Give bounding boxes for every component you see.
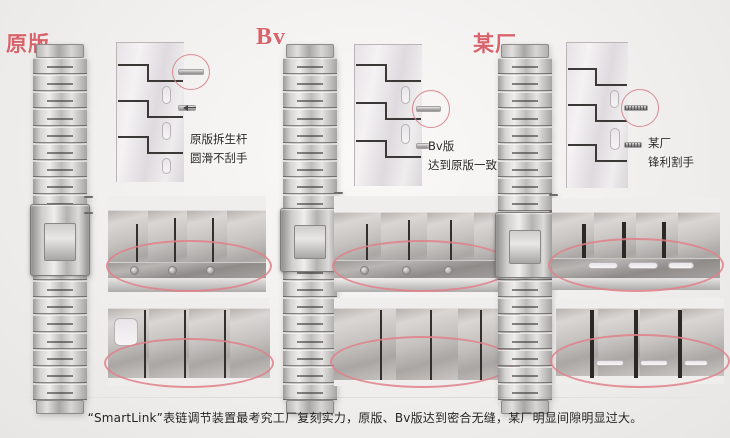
annotation-original-line1: 原版拆生杆	[190, 132, 248, 146]
bracelet-clasp	[30, 204, 90, 276]
highlight-ellipse-gap-bv-bottom	[330, 336, 514, 388]
annotation-bv-line2: 达到原版一致	[428, 158, 497, 172]
annotation-factory-line1: 某厂	[648, 136, 671, 150]
bracelet-endcap-top	[36, 44, 84, 58]
highlight-ellipse-gap-factory-mid	[548, 238, 724, 292]
annotation-original: 原版拆生杆 圆滑不刮手	[190, 130, 248, 168]
annotation-original-line2: 圆滑不刮手	[190, 151, 248, 165]
release-pin-factory-secondary	[624, 142, 642, 148]
highlight-ellipse-gap-bv-mid	[332, 240, 512, 292]
arrow-pointer-original	[183, 104, 196, 111]
detail-photo-pin-factory	[566, 42, 628, 188]
detail-photo-pin-original	[116, 42, 184, 182]
highlight-circle-pin-original	[172, 54, 210, 90]
annotation-factory-line2: 锋利割手	[648, 155, 694, 169]
detail-photo-pin-bv	[354, 44, 422, 186]
annotation-bv-line1: Bv版	[428, 139, 455, 153]
bracelet-endcap-bottom	[36, 400, 84, 414]
highlight-circle-pin-bv	[412, 90, 450, 128]
annotation-factory: 某厂 锋利割手	[648, 134, 694, 172]
caption-divider	[0, 397, 730, 398]
release-pin-bv-secondary	[416, 143, 430, 149]
annotation-bv: Bv版 达到原版一致	[428, 137, 497, 175]
highlight-circle-pin-factory	[621, 89, 659, 127]
highlight-ellipse-gap-factory-bottom	[550, 334, 730, 388]
caption-text: “SmartLink”表链调节装置最考究工厂复刻实力，原版、Bv版达到密合无缝，…	[87, 411, 643, 425]
column-heading-bv: Bv	[256, 24, 287, 50]
bracelet-full-bv	[280, 44, 343, 414]
bracelet-full-factory	[495, 44, 558, 414]
bracelet-full-original	[30, 44, 93, 414]
highlight-ellipse-gap-original-bottom	[104, 338, 274, 388]
highlight-ellipse-gap-original-mid	[106, 240, 272, 292]
